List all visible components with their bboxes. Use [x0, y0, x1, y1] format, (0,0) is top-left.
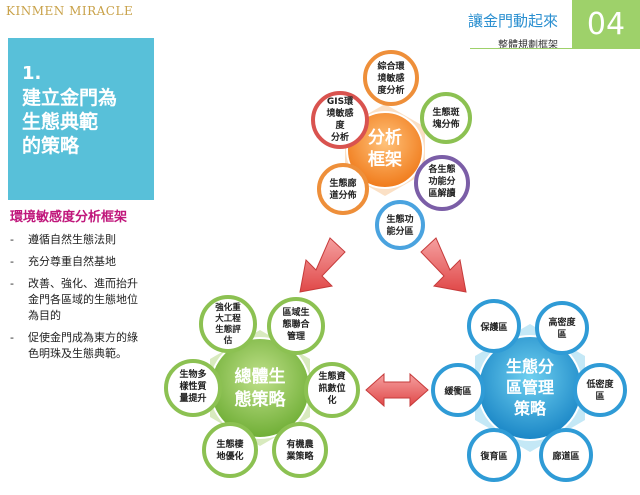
svg-text:復育區: 復育區	[479, 450, 507, 462]
bullet-item: -改善、強化、進而抬升金門各區域的生態地位為目的	[10, 277, 138, 322]
svg-text:生態斑: 生態斑	[432, 106, 459, 118]
svg-text:緩衝區: 緩衝區	[444, 385, 471, 397]
overall-strategy-node: 強化重 大工程 生態評 估	[199, 295, 257, 353]
analysis-framework-cluster: 分析 框架 綜合環 境敏感 度分析 生態斑 塊分佈 各生態 功能分 區解讀 生態…	[311, 50, 472, 250]
svg-text:度: 度	[335, 119, 345, 131]
down-right-arrow	[420, 237, 467, 293]
zoning-strategy-node: 低密度 區	[573, 363, 627, 417]
svg-text:估: 估	[223, 335, 233, 346]
bullet-list: -遵循自然生態法則 -充分尊重自然基地 -改善、強化、進而抬升金門各區域的生態地…	[10, 232, 160, 368]
logo: KINMEN MIRACLE	[6, 4, 134, 18]
svg-text:塊分佈: 塊分佈	[432, 118, 459, 130]
zoning-strategy-node: 廊道區	[539, 428, 593, 482]
analysis-hub-label: 分析	[368, 127, 402, 148]
analysis-node: 生態斑 塊分佈	[420, 92, 472, 144]
svg-text:化: 化	[327, 394, 336, 406]
svg-text:廊道區: 廊道區	[552, 450, 579, 462]
zoning-strategy-cluster: 生態分 區管理 策略 保護區 高密度 區 低密度 區 廊道區 復育區 緩衝區	[431, 299, 627, 482]
overall-strategy-node: 生態資 訊數位 化	[304, 362, 360, 418]
svg-text:生態廊: 生態廊	[329, 177, 356, 189]
analysis-node: 生態功 能分區	[375, 200, 425, 250]
overall-strategy-node: 有機農 業策略	[272, 422, 328, 478]
svg-text:道分佈: 道分佈	[329, 189, 356, 201]
overall-strategy-node: 生態棲 地優化	[202, 422, 258, 478]
svg-text:度分析: 度分析	[377, 84, 404, 96]
analysis-node: 生態廊 道分佈	[317, 163, 369, 215]
svg-text:大工程: 大工程	[215, 313, 241, 324]
svg-text:綜合環: 綜合環	[377, 60, 405, 72]
svg-text:管理: 管理	[287, 330, 305, 342]
section-title-line: 的策略	[22, 135, 80, 157]
zoning-strategy-node: 高密度 區	[535, 301, 589, 355]
zoning-strategy-hub-label: 生態分	[506, 357, 554, 376]
svg-text:低密度: 低密度	[585, 378, 614, 390]
double-arrow	[365, 372, 429, 408]
svg-text:保護區: 保護區	[479, 321, 507, 333]
down-left-arrow	[299, 237, 346, 293]
svg-text:區域生: 區域生	[282, 306, 309, 318]
svg-text:生態功: 生態功	[386, 213, 413, 225]
page-header-subtitle: 整體規劃框架	[498, 40, 558, 51]
svg-text:高密度: 高密度	[548, 316, 576, 328]
svg-text:生態評: 生態評	[215, 324, 241, 335]
page-header-title: 讓金門動起來	[467, 12, 558, 30]
analysis-node: 各生態 功能分 區解讀	[414, 155, 470, 211]
zoning-strategy-node: 復育區	[467, 428, 521, 482]
svg-text:區: 區	[595, 391, 604, 402]
svg-text:能分區: 能分區	[386, 225, 413, 237]
section-title-box: 1. 建立金門為 生態典範 的策略	[8, 38, 154, 200]
svg-text:訊數位: 訊數位	[318, 382, 345, 394]
bullet-item: -充分尊重自然基地	[10, 255, 116, 268]
svg-text:生態資: 生態資	[318, 370, 345, 382]
svg-text:生物多: 生物多	[179, 368, 206, 380]
section-title-line: 生態典範	[22, 111, 99, 133]
svg-text:功能分: 功能分	[428, 175, 455, 187]
svg-text:樣性質: 樣性質	[179, 380, 206, 392]
zoning-strategy-hub-label: 區管理	[506, 378, 554, 397]
bullet-item: -促使金門成為東方的綠色明珠及生態典範。	[10, 331, 138, 360]
zoning-strategy-node: 緩衝區	[431, 363, 485, 417]
overall-strategy-hub-label: 總體生	[235, 366, 286, 387]
analysis-node: 綜合環 境敏感 度分析	[363, 50, 419, 106]
overall-strategy-hub-label: 態策略	[235, 389, 287, 410]
svg-text:地優化: 地優化	[216, 450, 243, 462]
analysis-node: GIS環 境敏感 度 分析	[311, 91, 369, 149]
section-number: 1.	[22, 63, 42, 84]
bullet-item: -遵循自然生態法則	[10, 233, 116, 246]
page-number-badge: 04	[572, 0, 640, 48]
section-heading: 環境敏感度分析框架	[10, 210, 128, 225]
overall-strategy-cluster: 總體生 態策略 強化重 大工程 生態評 估 區域生 態聯合 管理 生態資 訊數位…	[164, 295, 360, 478]
svg-text:生態棲: 生態棲	[216, 438, 243, 450]
svg-text:GIS環: GIS環	[327, 96, 354, 107]
svg-text:強化重: 強化重	[215, 302, 241, 313]
svg-text:業策略: 業策略	[285, 450, 314, 462]
analysis-hub-label: 框架	[368, 149, 402, 170]
svg-text:境敏感: 境敏感	[326, 107, 353, 119]
overall-strategy-node: 區域生 態聯合 管理	[267, 297, 325, 355]
svg-text:態聯合: 態聯合	[282, 318, 310, 330]
svg-text:分析: 分析	[331, 131, 349, 143]
header-divider	[470, 48, 640, 49]
svg-text:各生態: 各生態	[427, 163, 455, 175]
overall-strategy-node: 生物多 樣性質 量提升	[164, 359, 222, 417]
zoning-strategy-node: 保護區	[467, 299, 521, 353]
zoning-strategy-hub-label: 策略	[513, 399, 547, 418]
svg-text:區: 區	[557, 329, 566, 340]
svg-text:區解讀: 區解讀	[428, 187, 456, 199]
svg-text:量提升: 量提升	[179, 392, 206, 404]
section-title-line: 建立金門為	[22, 87, 118, 109]
svg-text:有機農: 有機農	[286, 438, 314, 450]
svg-text:境敏感: 境敏感	[377, 72, 404, 84]
